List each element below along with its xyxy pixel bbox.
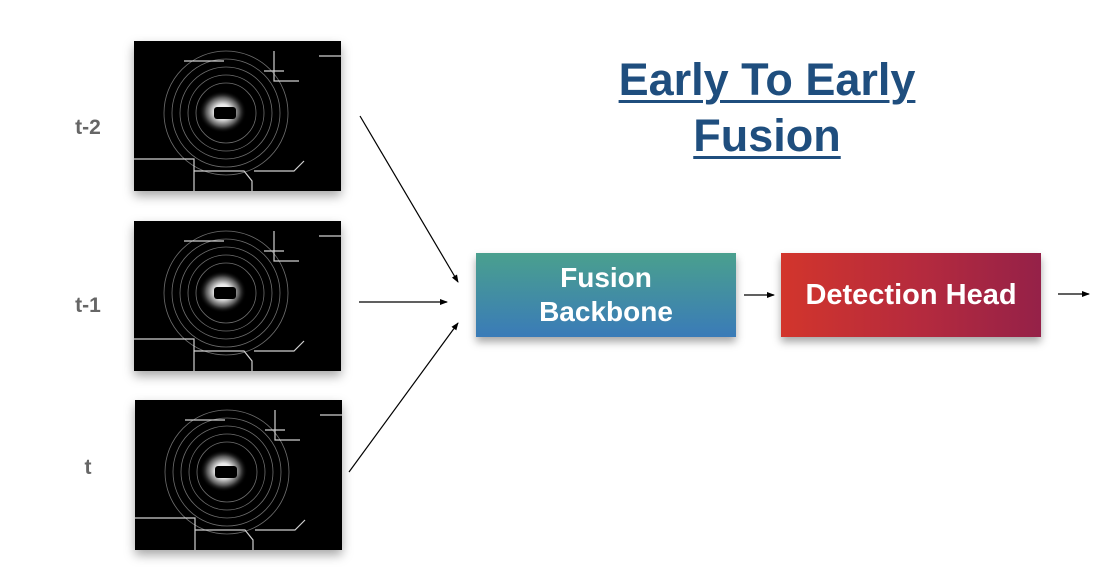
detection-head-label: Detection Head xyxy=(805,278,1017,311)
lidar-scan-image xyxy=(135,400,342,550)
fusion-backbone-line-2: Backbone xyxy=(539,296,673,327)
arrow-t-to-fusion xyxy=(348,322,459,473)
detection-head-block: Detection Head xyxy=(781,253,1041,337)
lidar-frame-t xyxy=(135,400,342,550)
frame-label-t-1: t-1 xyxy=(75,294,101,317)
lidar-scan-image xyxy=(134,221,341,371)
frame-label-t: t xyxy=(84,456,92,479)
diagram-title: Early To Early Fusion xyxy=(560,52,974,164)
lidar-frame-t-2 xyxy=(134,41,341,191)
title-line-2: Fusion xyxy=(693,110,841,161)
fusion-backbone-line-1: Fusion xyxy=(560,262,652,293)
arrow-t-2-to-fusion xyxy=(359,115,459,283)
title-line-1: Early To Early xyxy=(618,54,916,105)
lidar-frame-t-1 xyxy=(134,221,341,371)
fusion-backbone-block: Fusion Backbone xyxy=(476,253,736,337)
lidar-scan-image xyxy=(134,41,341,191)
frame-label-t-2: t-2 xyxy=(75,116,101,139)
